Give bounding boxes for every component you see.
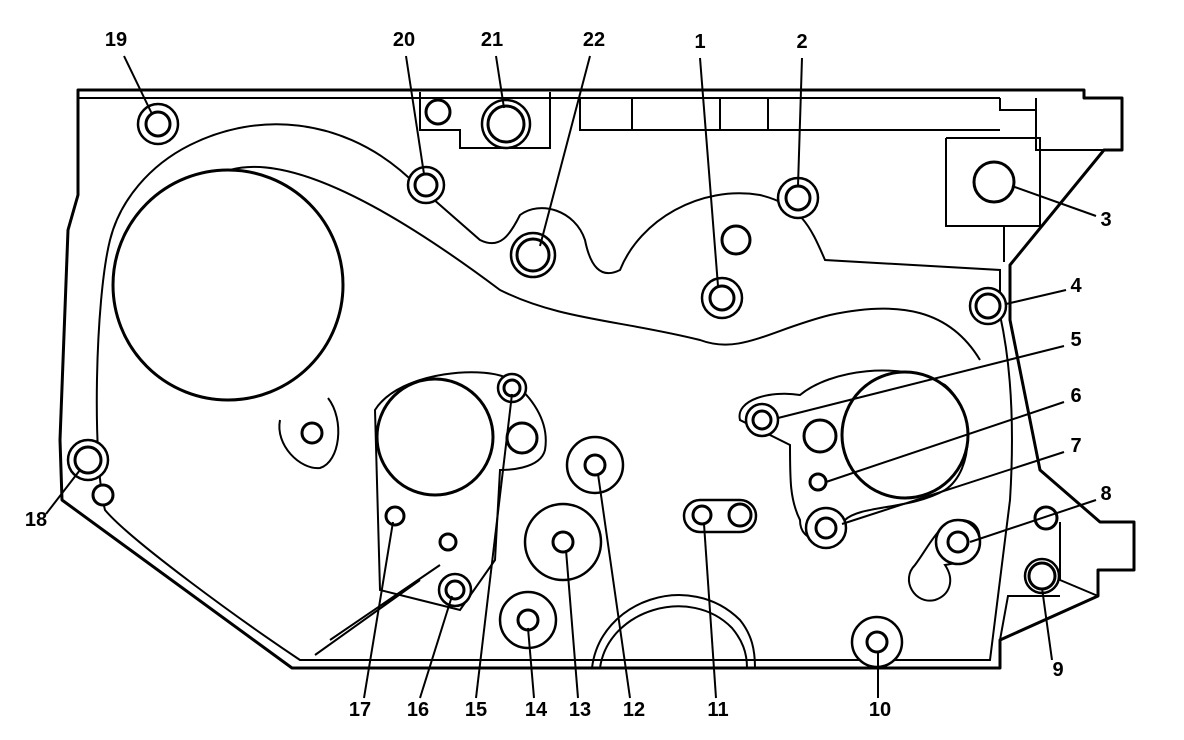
- leader-line-2: [797, 57, 803, 187]
- center-rib: [229, 165, 981, 361]
- callout-label-15: 15: [465, 699, 487, 721]
- callout-label-16: 16: [407, 699, 429, 721]
- left-pin: [91, 483, 115, 507]
- callout-label-13: 13: [569, 699, 591, 721]
- callout-label-9: 9: [1052, 659, 1063, 681]
- leader-line-8: [969, 499, 1097, 543]
- leader-line-7: [841, 451, 1065, 525]
- right-flange: [945, 137, 1041, 262]
- leader-line-16: [419, 595, 453, 699]
- mid-bore: [375, 377, 495, 497]
- mid-small-hole: [505, 421, 539, 455]
- gasket-outline: [95, 123, 1013, 661]
- callout-label-14: 14: [525, 699, 548, 721]
- leader-line-17: [363, 521, 394, 699]
- inner-rib: [314, 564, 441, 656]
- callout-label-3: 3: [1100, 209, 1111, 231]
- bore-lug-hole: [300, 421, 324, 445]
- callout-label-5: 5: [1070, 329, 1081, 351]
- callout-label-12: 12: [623, 699, 645, 721]
- callout-label-17: 17: [349, 699, 371, 721]
- leader-line-11: [703, 523, 717, 699]
- top-pin: [424, 98, 452, 126]
- bore-lug: [278, 397, 340, 470]
- callout-label-19: 19: [105, 29, 127, 51]
- leader-line-20: [405, 55, 425, 175]
- leader-line-22: [539, 55, 591, 247]
- callout-label-2: 2: [796, 31, 807, 53]
- callout-label-21: 21: [481, 29, 503, 51]
- bolt-holes: [66, 98, 1061, 669]
- leader-line-9: [1041, 587, 1053, 661]
- leader-line-14: [527, 627, 535, 699]
- lower-arc-inner: [599, 605, 748, 669]
- callout-label-11: 11: [707, 699, 728, 721]
- leader-line-12: [597, 473, 631, 699]
- leader-line-15: [475, 393, 513, 699]
- leader-line-21: [495, 55, 505, 109]
- callout-label-8: 8: [1100, 483, 1111, 505]
- leader-line-18: [45, 469, 81, 515]
- leader-line-13: [565, 549, 579, 699]
- callout-label-1: 1: [694, 31, 705, 53]
- leader-line-1: [699, 57, 719, 287]
- leader-line-4: [1005, 289, 1067, 305]
- right-small-hole: [802, 418, 838, 454]
- cover-outline: [58, 88, 1136, 670]
- large-bore: [111, 168, 345, 402]
- leader-line-6: [825, 401, 1065, 483]
- leader-line-3: [1011, 185, 1097, 217]
- right-pin: [1033, 505, 1059, 531]
- upper-pin: [720, 224, 752, 256]
- callout-label-6: 6: [1070, 385, 1081, 407]
- right-bore: [840, 370, 970, 500]
- mid-pin: [438, 532, 458, 552]
- leader-lines: [45, 55, 1097, 699]
- top-slots: [579, 98, 1037, 131]
- callout-label-10: 10: [869, 699, 891, 721]
- callout-label-4: 4: [1070, 275, 1082, 297]
- callout-label-22: 22: [583, 29, 605, 51]
- leader-line-19: [123, 55, 153, 115]
- callout-label-18: 18: [25, 509, 47, 531]
- right-boss: [738, 369, 969, 540]
- top-boss: [419, 92, 551, 149]
- leader-line-5: [777, 345, 1065, 419]
- callout-label-20: 20: [393, 29, 415, 51]
- right-tab: [1035, 110, 1104, 151]
- callout-label-7: 7: [1070, 435, 1081, 457]
